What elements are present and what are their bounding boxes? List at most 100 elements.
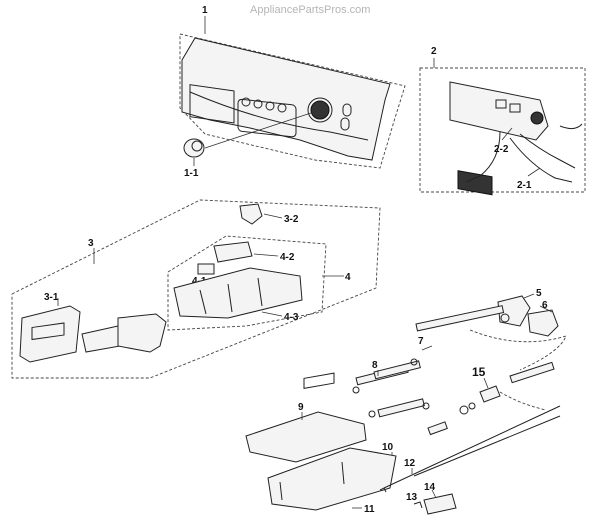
label-9: 9 bbox=[298, 402, 304, 413]
leader-14 bbox=[431, 489, 437, 499]
softener-cup bbox=[213, 241, 253, 263]
housing-11-edge-a bbox=[279, 481, 283, 501]
label-6: 6 bbox=[542, 300, 548, 311]
label-15: 15 bbox=[472, 365, 486, 379]
rod-12-tip bbox=[379, 487, 387, 493]
water-valve-5 bbox=[497, 295, 531, 327]
valve-5-port bbox=[500, 313, 510, 323]
button-b bbox=[253, 99, 263, 109]
group-4-outline bbox=[167, 235, 327, 331]
drawer-housing-11 bbox=[267, 447, 397, 511]
leader-5 bbox=[523, 293, 535, 299]
button-d bbox=[277, 103, 287, 113]
display-window bbox=[237, 98, 297, 138]
siphon-cap bbox=[239, 203, 263, 225]
label-10: 10 bbox=[382, 442, 394, 453]
drawer-divider-2 bbox=[227, 283, 233, 313]
label-3: 3 bbox=[88, 238, 94, 249]
label-4-3: 4-3 bbox=[284, 312, 299, 323]
drawer-handle bbox=[19, 305, 81, 363]
pcb-display bbox=[457, 170, 493, 196]
leader-2-1 bbox=[527, 167, 541, 177]
knob-1-1 bbox=[183, 138, 205, 158]
rod-12-long bbox=[413, 415, 561, 477]
label-1: 1 bbox=[202, 5, 208, 16]
leader-3-2 bbox=[263, 213, 283, 219]
side-button-bottom bbox=[340, 117, 350, 131]
dispenser-opening bbox=[189, 84, 235, 124]
valve-dashed-path bbox=[469, 329, 567, 371]
clamp-a bbox=[352, 386, 360, 394]
wire-harness-a bbox=[519, 133, 576, 169]
control-panel-group: 1 1-1 bbox=[179, 5, 406, 179]
button-c bbox=[265, 101, 275, 111]
label-4-2: 4-2 bbox=[280, 252, 295, 263]
knob-1-1-face bbox=[191, 140, 203, 152]
knob-leader bbox=[204, 109, 321, 149]
fitting-a bbox=[459, 405, 469, 415]
label-2-2: 2-2 bbox=[494, 144, 509, 155]
label-12: 12 bbox=[404, 458, 416, 469]
wire-harness-d bbox=[559, 123, 583, 130]
label-3-1: 3-1 bbox=[44, 292, 59, 303]
pcb-encoder bbox=[530, 111, 544, 125]
leader-6 bbox=[539, 305, 553, 313]
drawer-handle-window bbox=[31, 322, 65, 341]
wire-harness-c bbox=[509, 137, 573, 183]
rod-12 bbox=[383, 405, 561, 489]
watermark-text: AppliancePartsPros.com bbox=[250, 4, 370, 16]
hose-8c bbox=[377, 398, 425, 418]
label-11: 11 bbox=[364, 504, 375, 515]
leader-15 bbox=[483, 377, 489, 389]
label-14: 14 bbox=[424, 482, 436, 493]
switch-14 bbox=[423, 493, 457, 515]
drawer-divider-3 bbox=[257, 277, 263, 307]
selector-knob-ring bbox=[307, 97, 333, 123]
label-4: 4 bbox=[345, 272, 351, 283]
water-inlet-assembly: 5 6 7 8 15 9 10 bbox=[245, 288, 567, 515]
liquid-insert bbox=[197, 263, 215, 275]
drawer-body bbox=[117, 313, 167, 353]
wire-harness-b bbox=[465, 131, 501, 183]
leader-4-2 bbox=[253, 253, 279, 257]
fitting-b bbox=[468, 402, 476, 410]
label-2: 2 bbox=[431, 46, 437, 57]
clamp-b bbox=[368, 410, 376, 418]
drawer-divider-1 bbox=[199, 289, 207, 315]
water-valve-6 bbox=[527, 309, 559, 337]
drawer-front bbox=[81, 325, 121, 353]
pcb-board bbox=[449, 81, 549, 141]
hose-7 bbox=[415, 305, 505, 332]
detergent-drawer-group: 3 3-2 4 4-2 4-1 4-3 3-1 bbox=[11, 199, 381, 379]
drawer-housing bbox=[173, 267, 303, 319]
label-3-2: 3-2 bbox=[284, 214, 299, 225]
label-8: 8 bbox=[372, 360, 378, 371]
leader-7 bbox=[421, 345, 433, 351]
button-a bbox=[241, 97, 251, 107]
group-3-outline bbox=[11, 199, 381, 379]
label-1-1: 1-1 bbox=[184, 168, 199, 179]
pcb-component-2 bbox=[509, 103, 521, 113]
panel-lower-edge bbox=[189, 91, 369, 141]
dispenser-tray-9 bbox=[245, 411, 367, 463]
pcb-component-1 bbox=[495, 99, 507, 109]
part-15-connector bbox=[479, 385, 501, 403]
clip-13 bbox=[413, 501, 423, 509]
hose-short-lower bbox=[427, 421, 448, 436]
side-button-top bbox=[342, 103, 352, 117]
label-7: 7 bbox=[418, 336, 424, 347]
part-15-wire bbox=[499, 391, 547, 411]
hose-8b bbox=[373, 360, 421, 380]
leader-2-2 bbox=[501, 127, 513, 141]
label-2-1: 2-1 bbox=[517, 180, 532, 191]
clamp-d bbox=[410, 358, 418, 366]
clamp-c bbox=[422, 402, 430, 410]
label-13: 13 bbox=[406, 492, 418, 503]
pcb-assembly-group: 2 2-2 2-1 bbox=[419, 46, 586, 196]
group-2-outline bbox=[419, 67, 586, 193]
tray-9-grille bbox=[303, 372, 335, 389]
control-panel bbox=[181, 37, 391, 161]
hose-long-right bbox=[509, 361, 555, 384]
leader-4-3 bbox=[261, 311, 283, 317]
